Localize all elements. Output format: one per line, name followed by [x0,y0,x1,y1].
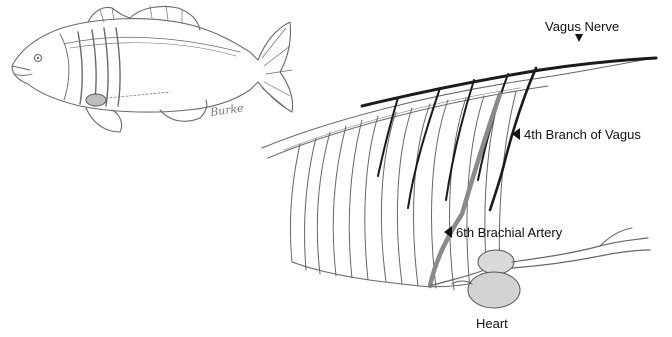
sixth-brachial-artery-label: 6th Brachial Artery [456,225,563,240]
vagus-nerve-pointer [575,34,583,42]
vagus-nerve-branches [378,74,508,208]
artist-signature: Burke [208,101,245,119]
fish-body-outline [12,19,293,112]
heart-label: Heart [476,316,508,331]
fish-overview-illustration [12,6,293,132]
vagus-nerve-label: Vagus Nerve [545,19,619,34]
fourth-branch-label: 4th Branch of Vagus [524,127,641,142]
gill-arches-detail [262,58,656,308]
fish-heart [86,94,106,106]
heart [430,228,650,308]
